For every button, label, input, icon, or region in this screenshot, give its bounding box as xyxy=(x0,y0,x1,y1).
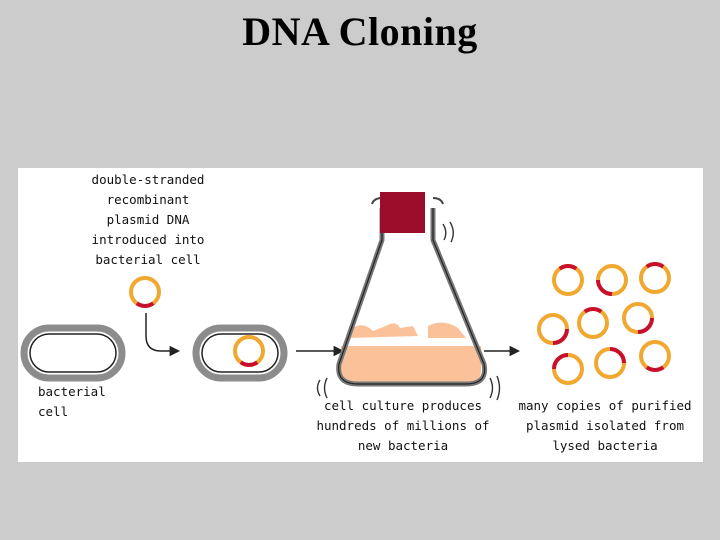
dna-cloning-figure: double-stranded recombinant plasmid DNA … xyxy=(18,168,703,462)
culture-flask xyxy=(316,192,501,401)
plasmid-free xyxy=(129,276,161,308)
plasmid-copy xyxy=(622,302,654,334)
diagram-canvas xyxy=(20,192,671,401)
bacterial-cell-with-plasmid xyxy=(192,324,288,382)
slide-title: DNA Cloning xyxy=(242,9,478,54)
plasmid-copy xyxy=(552,353,584,385)
plasmid-copy xyxy=(594,347,626,379)
plasmid-copy xyxy=(639,340,671,372)
purified-plasmids-label: many copies of purified plasmid isolated… xyxy=(518,398,692,453)
bacterial-cell-label: bacterial cell xyxy=(38,384,106,419)
plasmid-copy xyxy=(596,264,628,296)
plasmid-copy xyxy=(537,313,569,345)
flask-stopper xyxy=(380,192,425,233)
bacterial-cell-empty xyxy=(20,324,126,382)
purified-plasmids xyxy=(537,262,671,385)
culture-label: cell culture produces hundreds of millio… xyxy=(316,398,490,453)
plasmid-copy xyxy=(577,307,609,339)
plasmid-copy xyxy=(552,264,584,296)
plasmid-copy xyxy=(639,262,671,294)
plasmid-intro-label: double-stranded recombinant plasmid DNA … xyxy=(91,172,205,267)
insertion-arrow xyxy=(145,313,181,357)
